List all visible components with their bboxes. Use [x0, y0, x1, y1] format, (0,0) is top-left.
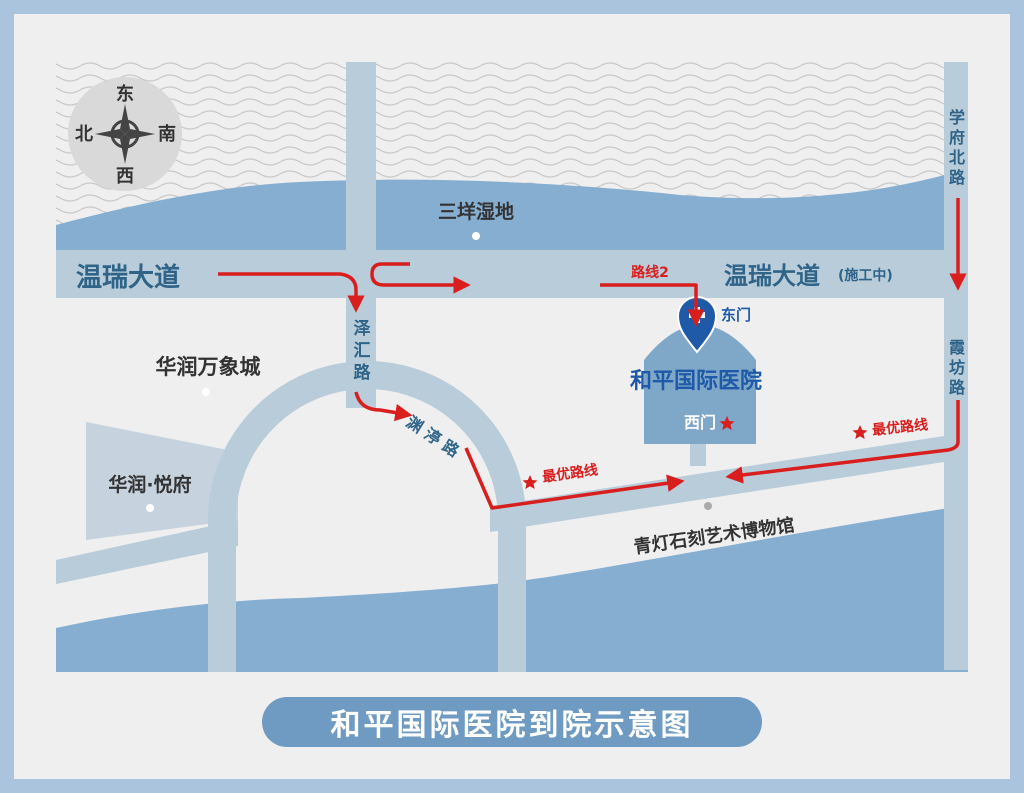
museum-dot — [704, 502, 712, 510]
route-2 — [600, 283, 705, 327]
road-label-zehui-2: 汇 — [354, 341, 371, 361]
route-main-c — [464, 447, 685, 510]
road-label-wenrui-left: 温瑞大道 — [76, 262, 180, 293]
hospital-name: 和平国际医院 — [630, 368, 762, 394]
sanyang-dot — [472, 232, 480, 240]
hospital-west-gate: 西门 — [684, 413, 716, 432]
arch-road — [208, 361, 526, 672]
caption-text: 和平国际医院到院示意图 — [330, 708, 694, 743]
compass-east: 东 — [116, 83, 134, 105]
compass-west: 西 — [116, 166, 134, 187]
hospital-building — [644, 325, 756, 444]
star-icon — [852, 425, 868, 439]
place-label-sanyang: 三垟湿地 — [438, 200, 514, 223]
road-label-xuefu-1: 学 — [949, 108, 965, 127]
huarun-mixc-dot — [202, 388, 210, 396]
road-label-xuefu-4: 路 — [949, 168, 966, 187]
route-label-best-2: 最优路线 — [871, 416, 928, 439]
caption-banner: 和平国际医院到院示意图 — [262, 697, 762, 747]
hospital-access-road — [690, 438, 706, 466]
huarun-yuefu-dot — [146, 504, 154, 512]
star-icon — [522, 475, 538, 489]
road-label-xiafang-2: 坊 — [949, 358, 965, 377]
road-label-zehui-1: 泽 — [354, 319, 371, 339]
road-label-wenrui-right: 温瑞大道 — [724, 262, 820, 290]
star-icon — [719, 416, 735, 430]
road-label-xuefu-3: 北 — [949, 148, 965, 167]
place-label-huarun-yuefu: 华润·悦府 — [108, 473, 191, 496]
route-main-a — [218, 272, 365, 313]
hospital-east-gate: 东门 — [721, 306, 751, 324]
route-xiafang — [725, 400, 960, 484]
road-label-xiafang-3: 路 — [949, 378, 966, 397]
wetland-water — [56, 168, 968, 250]
route-uturn — [370, 262, 471, 294]
place-label-huarun-mixc: 华润万象城 — [156, 355, 261, 379]
route-main-b — [354, 391, 413, 422]
compass-icon — [68, 77, 182, 191]
road-label-zehui-3: 路 — [354, 362, 372, 383]
compass-north: 北 — [75, 124, 93, 145]
compass-south: 南 — [158, 123, 176, 145]
road-label-xuefu-2: 府 — [949, 128, 965, 147]
road-label-xiafang-1: 霞 — [949, 338, 966, 357]
route-label-2: 路线2 — [631, 264, 669, 281]
road-label-wenrui-note: (施工中) — [838, 267, 893, 284]
road-network — [56, 62, 968, 670]
huarun-yuefu-block — [86, 422, 238, 540]
routes — [218, 198, 967, 510]
